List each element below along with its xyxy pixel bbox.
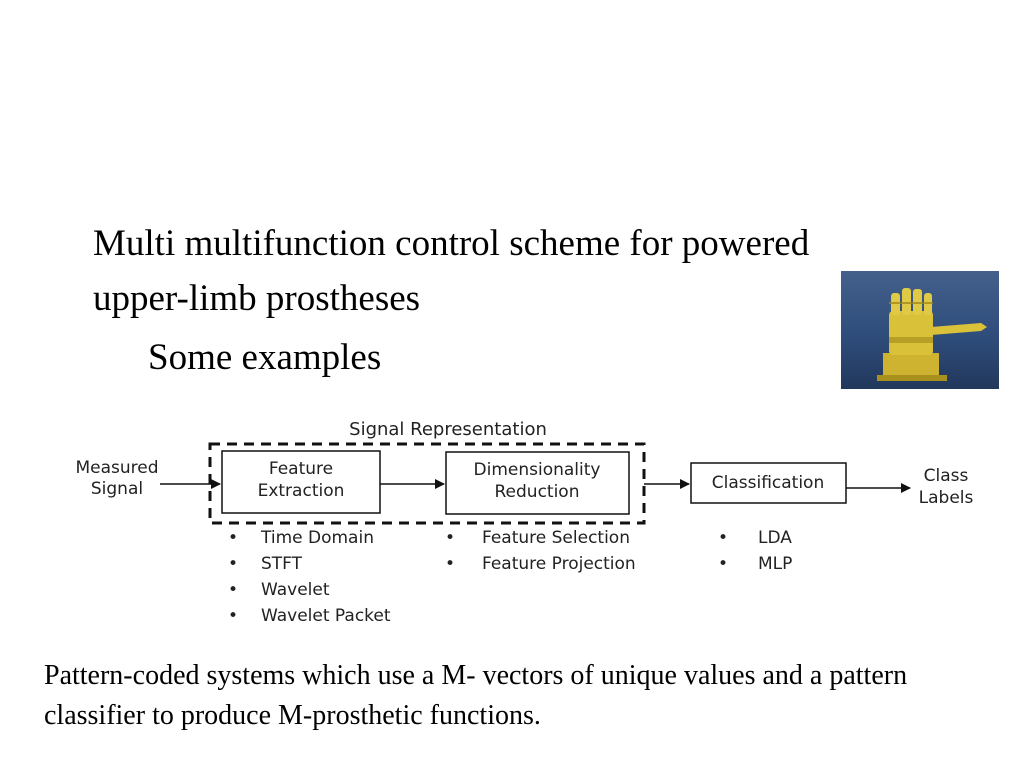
list-item: Time Domain xyxy=(260,528,374,548)
output-label-line2: Labels xyxy=(919,488,974,508)
finger xyxy=(913,289,922,315)
dimensionality-reduction-line2: Reduction xyxy=(495,482,580,502)
feature-extraction-line2: Extraction xyxy=(258,481,345,501)
bullet: • xyxy=(228,580,238,600)
feature-extraction-line1: Feature xyxy=(269,459,333,479)
list-item: Feature Projection xyxy=(482,554,636,574)
dimred-methods-list: • Feature Selection • Feature Projection xyxy=(445,528,636,574)
bullet: • xyxy=(718,528,728,548)
classification-box xyxy=(690,462,847,504)
dimensionality-reduction-box xyxy=(445,451,630,515)
hand-palm xyxy=(889,311,933,355)
feature-extraction-box xyxy=(221,450,381,514)
group-label: Signal Representation xyxy=(349,419,547,440)
classifier-methods-list: • LDA • MLP xyxy=(718,528,792,574)
hand-stand xyxy=(883,353,939,379)
input-label-line1: Measured xyxy=(75,458,158,478)
slide-caption: Pattern-coded systems which use a M- vec… xyxy=(44,660,908,731)
output-label-line1: Class xyxy=(924,466,969,486)
finger xyxy=(924,293,932,315)
signal-processing-diagram: Signal Representation Measured Signal Fe… xyxy=(75,419,974,626)
slide-title: Multi multifunction control scheme for p… xyxy=(93,223,810,319)
dimensionality-reduction-line1: Dimensionality xyxy=(474,460,601,480)
list-item: Feature Selection xyxy=(482,528,630,548)
slide-subtitle: Some examples xyxy=(148,337,382,378)
classification-label: Classification xyxy=(712,473,824,493)
list-item: STFT xyxy=(261,554,303,574)
input-label-line2: Signal xyxy=(91,479,143,499)
robotic-hand-photo xyxy=(841,271,999,389)
bullet: • xyxy=(445,554,455,574)
feature-methods-list: • Time Domain • STFT • Wavelet • Wavelet… xyxy=(228,528,391,626)
list-item: Wavelet Packet xyxy=(261,606,391,626)
finger xyxy=(902,288,911,315)
bullet: • xyxy=(718,554,728,574)
hand-thumb xyxy=(931,323,987,335)
list-item: MLP xyxy=(758,554,792,574)
list-item: LDA xyxy=(758,528,792,548)
bullet: • xyxy=(228,554,238,574)
bullet: • xyxy=(228,606,238,626)
finger xyxy=(891,293,900,315)
bullet: • xyxy=(228,528,238,548)
hand-base xyxy=(877,375,947,381)
list-item: Wavelet xyxy=(261,580,330,600)
bullet: • xyxy=(445,528,455,548)
